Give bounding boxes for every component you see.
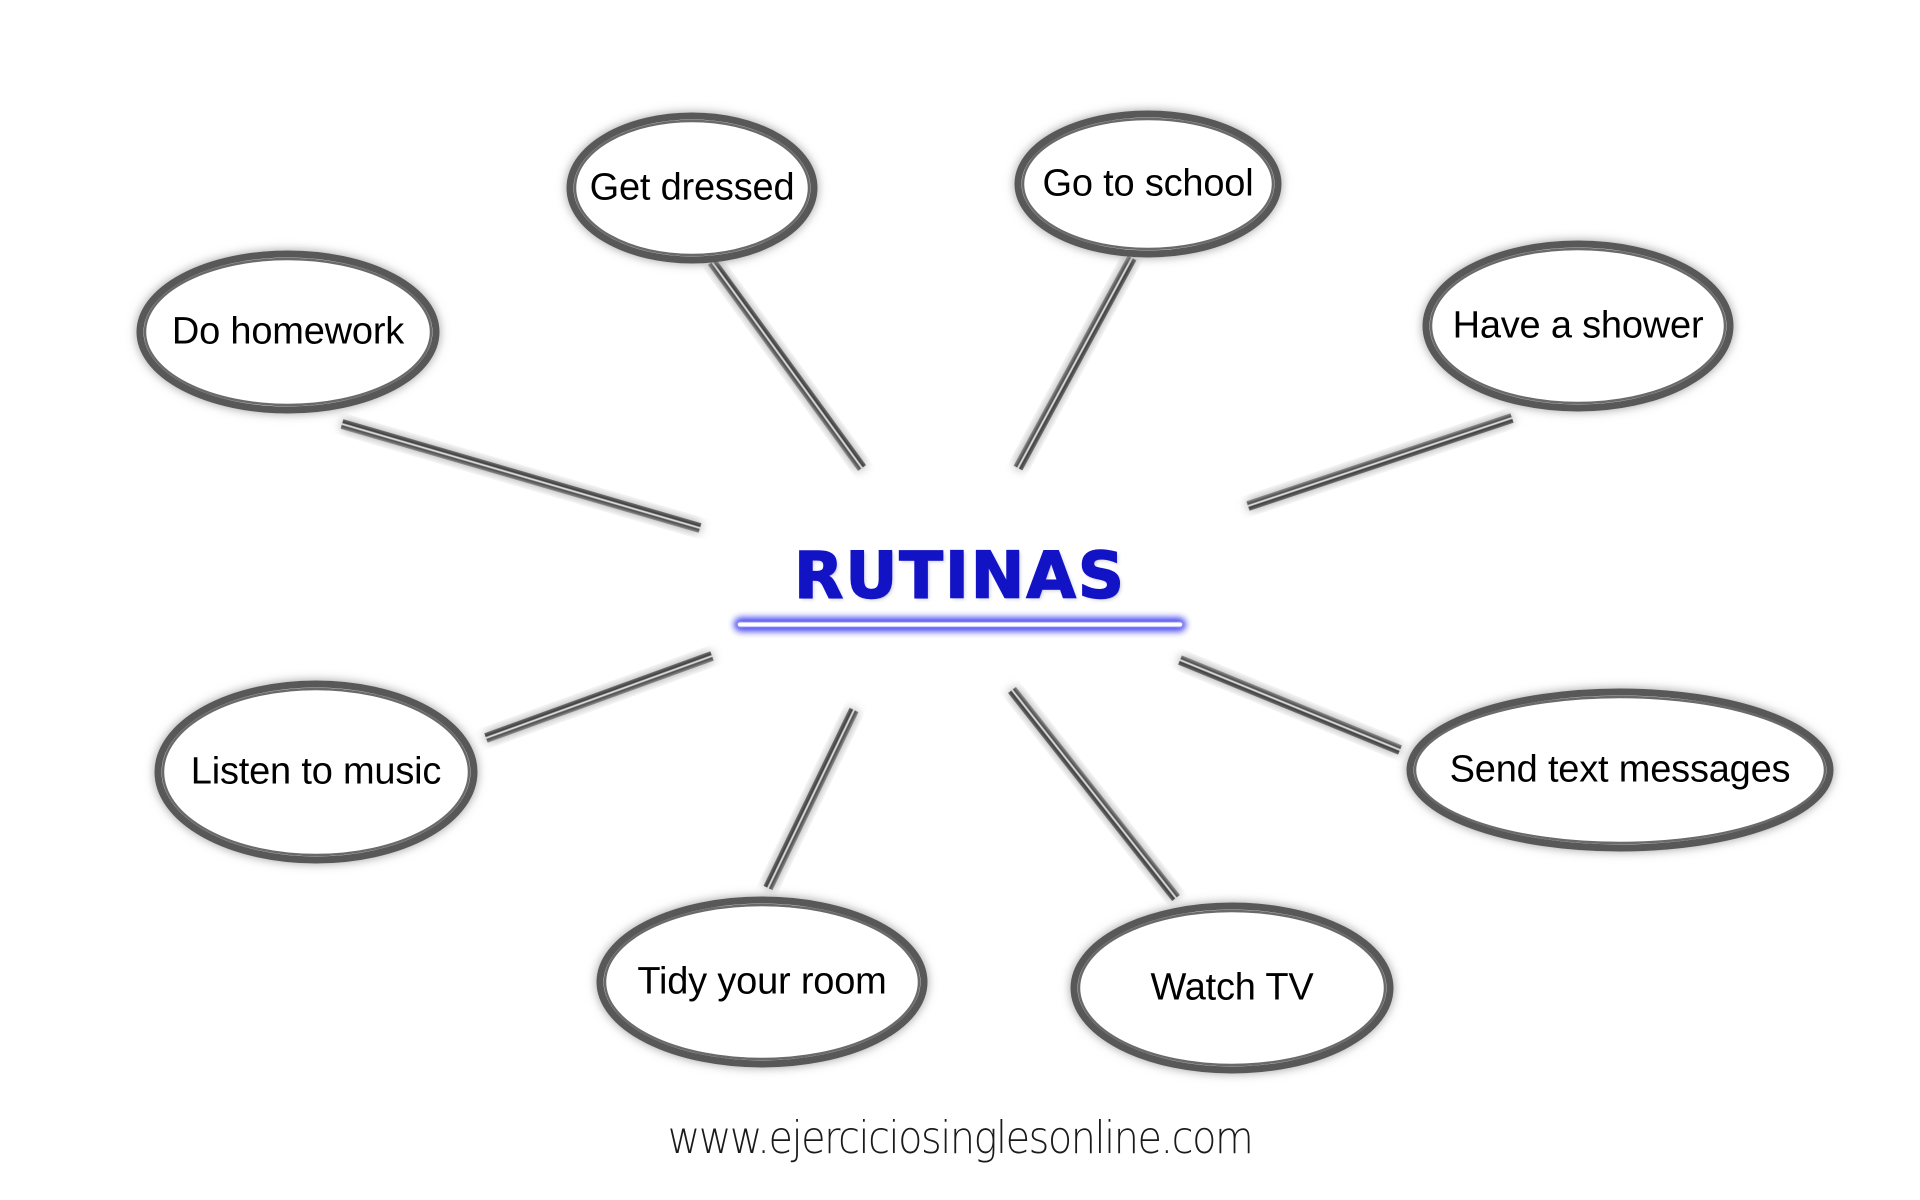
ellipse-send-text-messages[interactable] <box>1406 688 1834 852</box>
connector-get-dressed <box>707 259 867 471</box>
connector-go-to-school <box>1013 255 1137 471</box>
ellipse-do-homework[interactable] <box>136 250 440 414</box>
footer-url-text: www.ejerciciosinglesonline.com <box>667 1112 1254 1164</box>
node-label-get-dressed: Get dressed <box>589 166 795 209</box>
ellipse-listen-to-music[interactable] <box>154 680 478 864</box>
ellipse-go-to-school[interactable] <box>1014 110 1282 258</box>
center-title-text: RUTINAS <box>793 539 1126 614</box>
node-label-have-a-shower: Have a shower <box>1452 304 1704 347</box>
underline-core <box>738 622 1182 627</box>
connector-watch-tv <box>1008 686 1180 902</box>
node-label-watch-tv: Watch TV <box>1150 966 1314 1009</box>
center-title-underline <box>734 617 1186 632</box>
connector-lines <box>340 255 1514 902</box>
node-label-send-text-messages: Send text messages <box>1449 748 1791 791</box>
node-label-listen-to-music: Listen to music <box>190 750 442 793</box>
node-label-go-to-school: Go to school <box>1042 162 1254 205</box>
ellipse-have-a-shower[interactable] <box>1422 240 1734 412</box>
connector-listen-to-music <box>484 651 714 743</box>
connector-have-a-shower <box>1246 413 1514 511</box>
node-label-tidy-your-room: Tidy your room <box>637 960 887 1003</box>
ellipse-tidy-your-room[interactable] <box>596 896 928 1068</box>
node-ellipses <box>136 110 1834 1074</box>
ellipse-get-dressed[interactable] <box>566 112 818 264</box>
center-topic: RUTINAS <box>700 539 1220 632</box>
connector-send-text-messages <box>1178 655 1402 755</box>
footer-website-url: www.ejerciciosinglesonline.com <box>659 1112 1262 1164</box>
node-label-do-homework: Do homework <box>171 310 405 353</box>
connector-do-homework <box>340 419 702 533</box>
connector-tidy-your-room <box>763 707 859 891</box>
ellipse-watch-tv[interactable] <box>1070 902 1394 1074</box>
